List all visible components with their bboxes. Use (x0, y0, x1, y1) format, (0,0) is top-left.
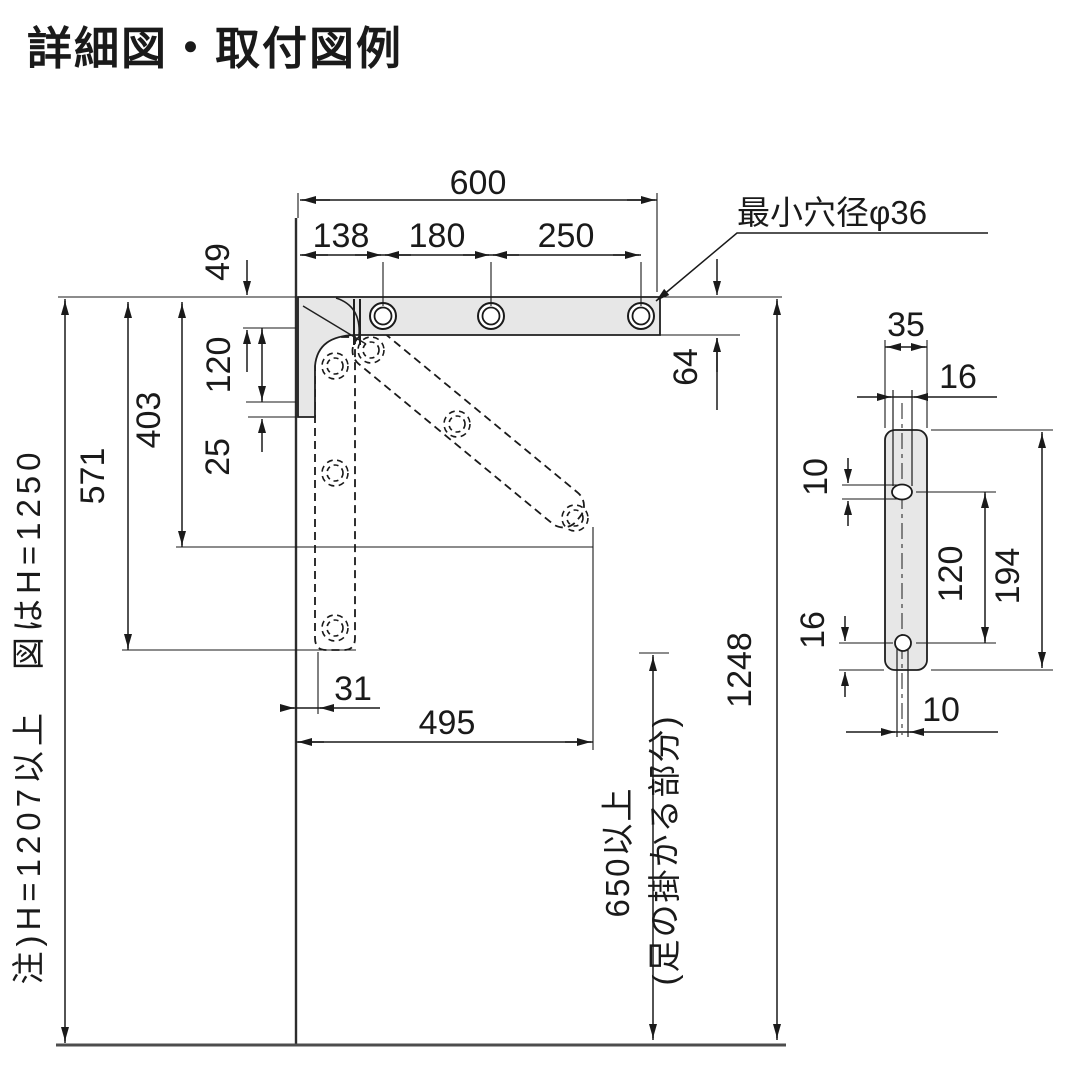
fold-edge-line (302, 305, 367, 345)
dim-side-height: 194 (989, 548, 1027, 605)
dim-side-slot-bottom: 10 (922, 691, 960, 729)
dim-plate-bottom: 25 (199, 438, 237, 476)
dim-leg-fold-offset: 31 (334, 670, 372, 708)
label-foot-clearance-note: (足の掛かる部分) (646, 715, 683, 986)
dim-side-bottom-offset: 16 (794, 611, 832, 649)
dim-overall-width: 600 (450, 164, 507, 202)
page-title: 詳細図・取付図例 (27, 23, 403, 74)
dim-total-height: 1248 (721, 632, 759, 708)
label-height-note: 注)H=1207以上 図はH=1250 (10, 447, 47, 984)
side-view: 35 16 10 120 194 16 10 (794, 306, 1053, 737)
dim-drop-leg-bottom: 571 (74, 448, 112, 505)
dim-pitch-right: 250 (538, 217, 595, 255)
dim-offset-top: 49 (199, 243, 237, 281)
dim-side-pitch: 120 (932, 546, 970, 603)
leg-deployed-outline (351, 328, 589, 532)
side-plate (884, 429, 928, 671)
dim-pitch-mid: 180 (409, 217, 466, 255)
dim-plate-pitch: 120 (200, 337, 238, 394)
dimension-lines-main (58, 193, 988, 1043)
label-min-hole: 最小穴径φ36 (737, 194, 927, 231)
leg-folded-outline (314, 336, 356, 651)
dim-foot-clearance: 650以上 (599, 786, 636, 917)
dim-side-hole-height: 10 (797, 458, 835, 496)
dim-pitch-left: 138 (313, 217, 370, 255)
dim-side-slot: 16 (939, 358, 977, 396)
dim-leg-spread: 495 (419, 704, 476, 742)
dim-side-width: 35 (887, 306, 925, 344)
side-plate-slot-hole (891, 483, 913, 501)
side-plate-bottom-hole (894, 634, 912, 652)
dimension-lines-side (839, 340, 1053, 736)
dim-drop-leg-tip: 403 (130, 392, 168, 449)
dim-arm-depth: 64 (667, 348, 705, 386)
